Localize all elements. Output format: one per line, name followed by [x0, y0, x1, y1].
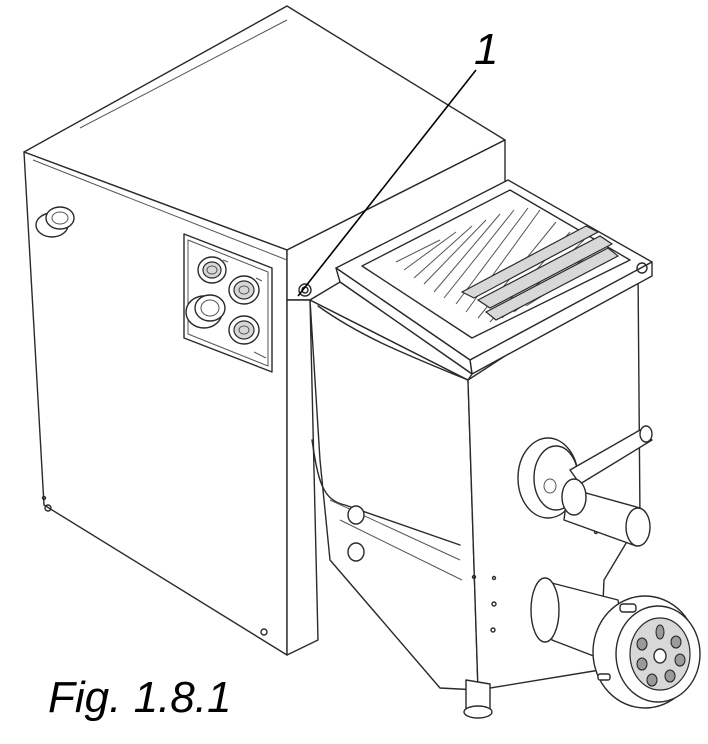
callout-label-1: 1 [474, 25, 499, 74]
machine-foot [463, 679, 493, 719]
grid-interior-shading [460, 225, 620, 321]
callout-leader [297, 69, 477, 297]
lid-front [309, 281, 473, 381]
control-panel [183, 233, 273, 373]
extrusion-head [530, 577, 701, 709]
handle-shaft [517, 425, 653, 547]
figure-caption: Fig. 1.8.1 [48, 673, 232, 722]
tank-bracket [286, 283, 319, 656]
die-holes [636, 624, 686, 687]
tank-lid-grid [335, 179, 653, 375]
top-left-knob [35, 206, 75, 238]
